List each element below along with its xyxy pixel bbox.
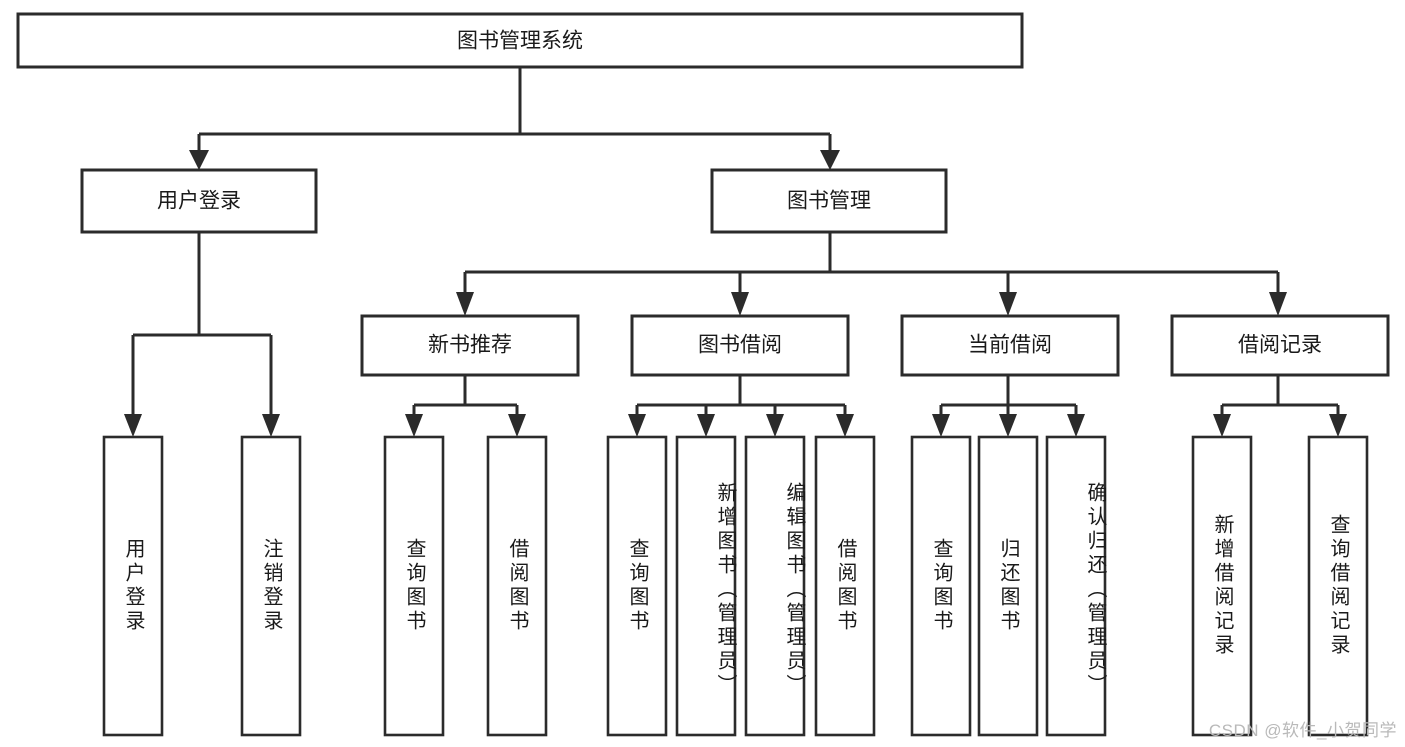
arrowhead-leaf-borrow-book-1 (508, 414, 526, 437)
node-leaf-edit-book-box[interactable] (744, 435, 806, 737)
node-root-box[interactable] (16, 12, 1024, 69)
node-book-manage-label: 图书管理 (787, 190, 871, 213)
node-current-borrow-box[interactable] (900, 314, 1120, 377)
node-leaf-add-record-box[interactable] (1191, 435, 1253, 737)
arrowhead-leaf-add-record (1213, 414, 1231, 437)
nodes-layer: 图书管理系统 用户登录 图书管理 新书推荐 图书借阅 当前借阅 借阅记录 (16, 12, 1390, 737)
arrowhead-current-borrow (999, 292, 1017, 316)
node-leaf-user-login-box[interactable] (102, 435, 164, 737)
node-new-book-recommend-label: 新书推荐 (428, 334, 512, 357)
node-leaf-confirm-return-box[interactable] (1045, 435, 1107, 737)
node-leaf-return-book-box[interactable] (977, 435, 1039, 737)
arrowhead-leaf-return-book (999, 414, 1017, 437)
node-leaf-query-book-1-box[interactable] (383, 435, 445, 737)
node-leaf-query-book-2-box[interactable] (606, 435, 668, 737)
node-new-book-recommend-box[interactable] (360, 314, 580, 377)
node-book-manage-box[interactable] (710, 168, 948, 234)
node-leaf-borrow-book-2-box[interactable] (814, 435, 876, 737)
node-borrow-record-box[interactable] (1170, 314, 1390, 377)
arrowhead-book-borrow (731, 292, 749, 316)
node-book-borrow-box[interactable] (630, 314, 850, 377)
arrowhead-leaf-user-login (124, 414, 142, 437)
node-borrow-record-label: 借阅记录 (1238, 334, 1322, 357)
connectors-layer (124, 67, 1347, 437)
node-user-login-box[interactable] (80, 168, 318, 234)
arrowhead-new-book-recommend (456, 292, 474, 316)
arrowhead-leaf-confirm-return (1067, 414, 1085, 437)
arrowhead-leaf-edit-book (766, 414, 784, 437)
arrowhead-leaf-add-book (697, 414, 715, 437)
arrowhead-leaf-query-book-1 (405, 414, 423, 437)
arrowhead-leaf-borrow-book-2 (836, 414, 854, 437)
csdn-watermark: CSDN @软件_小贺同学 (1208, 721, 1397, 740)
arrowhead-leaf-user-logout (262, 414, 280, 437)
arrowhead-leaf-query-record (1329, 414, 1347, 437)
node-leaf-borrow-book-1-box[interactable] (486, 435, 548, 737)
arrowhead-borrow-record (1269, 292, 1287, 316)
node-leaf-query-record-box[interactable] (1307, 435, 1369, 737)
arrowhead-leaf-query-book-2 (628, 414, 646, 437)
arrowhead-user-login (189, 150, 209, 170)
node-leaf-add-book-box[interactable] (675, 435, 737, 737)
arrowhead-leaf-query-book-3 (932, 414, 950, 437)
node-current-borrow-label: 当前借阅 (968, 334, 1052, 357)
arrowhead-book-manage (820, 150, 840, 170)
node-root-label: 图书管理系统 (457, 30, 583, 53)
node-leaf-user-logout-box[interactable] (240, 435, 302, 737)
node-leaf-query-book-3-box[interactable] (910, 435, 972, 737)
node-book-borrow-label: 图书借阅 (698, 334, 782, 357)
node-user-login-label: 用户登录 (157, 190, 241, 213)
